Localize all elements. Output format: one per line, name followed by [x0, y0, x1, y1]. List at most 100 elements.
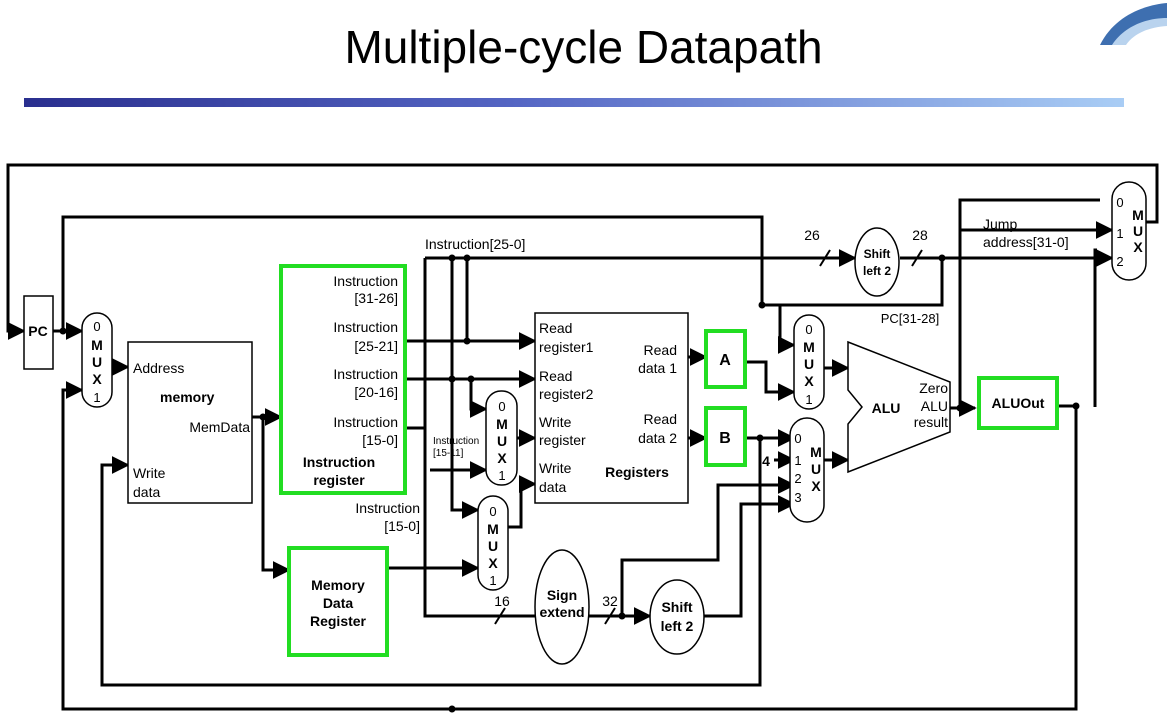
wire-memdata-to-mdr: [261, 417, 291, 579]
alu-result-line2: result: [914, 414, 948, 430]
mux-memtoreg-u: U: [488, 538, 498, 554]
bus-slash-16: [494, 607, 506, 625]
reg-wd-line1: Write: [539, 460, 572, 476]
label-instr-25-0: Instruction[25-0]: [425, 236, 525, 252]
mux-iord-u: U: [92, 354, 102, 370]
label-pc-31-28: PC[31-28]: [881, 311, 940, 326]
sign-extend-line2: extend: [539, 604, 584, 620]
wire-memtoreg-to-wd: [508, 475, 537, 529]
junction-dots: [59, 254, 1080, 713]
reg-wr-line1: Write: [539, 414, 572, 430]
shift-left-jump-unit: [854, 227, 900, 297]
pc-register: [23, 295, 54, 370]
reg-rd1-line1: Read: [644, 342, 677, 358]
bus-slash-32: [604, 607, 616, 625]
mux-alusrca-m: M: [803, 339, 815, 355]
reg-wd-line2: data: [539, 479, 566, 495]
mux-pcsource-input0: 0: [1116, 195, 1123, 210]
alu-result-line1: ALU: [921, 398, 948, 414]
ir-field1-line2: [31-26]: [354, 290, 398, 306]
mux-alusrcb-input1: 1: [794, 453, 801, 468]
alu-name: ALU: [872, 400, 901, 416]
label-instr-15-11-line2: [15-11]: [433, 448, 464, 459]
mux-iord-m: M: [91, 337, 103, 353]
ir-field4-line2: [15-0]: [362, 432, 398, 448]
shift-left-branch-unit: [649, 579, 705, 655]
ir-field1-line1: Instruction: [333, 273, 398, 289]
mux-alusrcb-x: X: [811, 478, 821, 494]
reg-rd2-line2: data 2: [638, 430, 677, 446]
ir-field2-line1: Instruction: [333, 319, 398, 335]
wire-pcmux-to-pc: [6, 163, 1159, 340]
mux-pcsource-u: U: [1133, 223, 1143, 239]
reg-wr-line2: register: [539, 432, 586, 448]
pc-label: PC: [28, 323, 47, 339]
reg-name: Registers: [605, 464, 669, 480]
mux-alusrcb-input2: 2: [794, 471, 801, 486]
mux-iord-input1: 1: [93, 390, 100, 405]
mux-pcsource: [1111, 181, 1147, 281]
label-bits-16: 16: [494, 593, 510, 609]
mux-regdst-input0: 0: [498, 399, 505, 414]
wire-instr-20-16-to-regdstmux: [469, 379, 488, 418]
label-jump-line2: address[31-0]: [983, 234, 1069, 250]
mux-pcsource-m: M: [1132, 207, 1144, 223]
label-instr-15-0-line1: Instruction: [355, 500, 420, 516]
title-underline-bar: [24, 98, 1124, 107]
mux-alusrca-input0: 0: [805, 322, 812, 337]
shift-left-jump-line2: left 2: [863, 264, 891, 278]
sign-extend-unit: [534, 549, 590, 665]
wire-pc-to-alusrca: [762, 303, 796, 354]
mux-pcsource-x: X: [1133, 239, 1143, 255]
mux-iord: [81, 312, 113, 408]
alu-zero-label: Zero: [919, 380, 948, 396]
mux-alusrca: [793, 314, 825, 410]
memory-memdata-label: MemData: [189, 419, 250, 435]
mux-alusrcb-u: U: [811, 461, 821, 477]
reg-rr2-line1: Read: [539, 368, 572, 384]
wire-aluout-to-pcmux: [1093, 248, 1097, 407]
label-instr-15-11-line1: Instruction: [433, 436, 479, 447]
mux-alusrcb-input0: 0: [794, 431, 801, 446]
mux-alusrca-input1: 1: [805, 392, 812, 407]
instruction-register: [279, 264, 407, 495]
wire-alu-to-pcmux: [958, 221, 1114, 408]
memory-data-register: [287, 546, 389, 657]
wire-instr-15-0: [405, 426, 535, 618]
reg-rd1-line2: data 1: [638, 360, 677, 376]
register-a: [704, 329, 747, 389]
ir-field2-line2: [25-21]: [354, 338, 398, 354]
label-bits-28: 28: [912, 227, 928, 243]
wires: [6, 163, 1159, 711]
mux-regdst-x: X: [497, 450, 507, 466]
mux-memtoreg-input0: 0: [489, 504, 496, 519]
mux-alusrcb: [789, 417, 825, 523]
memory-write-label: Write: [133, 465, 166, 481]
mdr-line1: Memory: [311, 577, 365, 593]
corner-logo-swoosh: [1100, 3, 1167, 45]
ir-field4-line1: Instruction: [333, 414, 398, 430]
mux-alusrca-u: U: [804, 356, 814, 372]
mux-regdst-m: M: [496, 416, 508, 432]
shift-left-jump-line1: Shift: [864, 247, 891, 261]
mux-iord-x: X: [92, 371, 102, 387]
mux-alusrcb-input3: 3: [794, 490, 801, 505]
wire-ir-branch-1: [450, 258, 480, 519]
mux-regdst-input1: 1: [498, 468, 505, 483]
memory-data-label: data: [133, 484, 160, 500]
wire-a-to-mux: [745, 360, 796, 401]
mux-pcsource-input2: 2: [1116, 254, 1123, 269]
mux-regdst-u: U: [497, 433, 507, 449]
ir-name-line1: Instruction: [303, 454, 375, 470]
memory-name-label: memory: [160, 389, 215, 405]
register-file: [534, 312, 689, 504]
mux-regdst: [485, 390, 518, 486]
bus-slash-28: [911, 249, 923, 267]
label-bits-26: 26: [804, 227, 820, 243]
page-title: Multiple-cycle Datapath: [344, 21, 823, 73]
sign-extend-line1: Sign: [547, 587, 577, 603]
register-a-label: A: [719, 352, 731, 369]
bus-slash-26: [819, 249, 831, 267]
reg-rr1-line2: register1: [539, 339, 594, 355]
